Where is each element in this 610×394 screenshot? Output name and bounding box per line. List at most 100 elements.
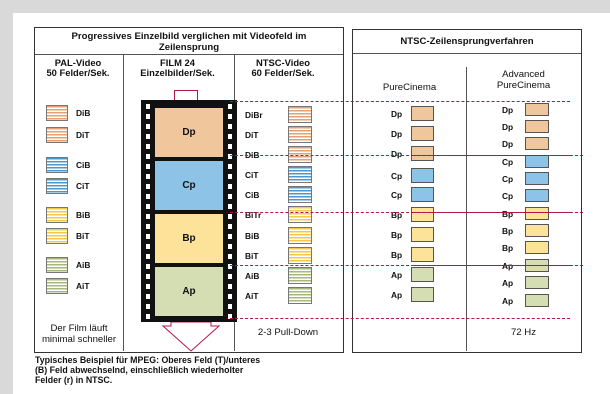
pal-field-swatch [46,157,68,173]
right-column-divider [466,67,467,351]
purecinema-field-label: Bp [391,210,403,220]
advanced-field-label: Dp [502,139,514,149]
advanced-field-box [525,103,549,116]
purecinema-field-box [411,126,434,141]
pal-footer-line1: Der Film läuft [50,323,108,334]
film-frame-c: Cp [155,161,223,210]
film-sprocket-hole [228,284,232,289]
ntsc-field-label: BiT [245,251,259,261]
film-sprocket-hole [228,164,232,169]
pal-header-line1: PAL-Video [54,57,102,68]
film-sprocket-hole [228,274,232,279]
purecinema-field-label: Ap [391,290,403,300]
film-frame-b: Bp [155,214,223,263]
ntsc-field-label: CiT [245,170,259,180]
ntsc-field-label: AiB [245,271,260,281]
film-sprocket-hole [146,224,150,229]
ntsc-field-swatch [288,267,312,284]
advanced-field-box [525,207,549,220]
film-sprocket-hole [228,254,232,259]
purecinema-field-box [411,168,434,183]
purecinema-field-label: Bp [391,250,403,260]
advanced-field-label: Bp [502,226,514,236]
film-sprocket-hole [228,234,232,239]
film-down-arrow [161,322,221,352]
film-sprocket-hole [146,104,150,109]
pal-field-label: AiB [76,260,91,270]
pal-field-swatch [46,105,68,121]
film-sprocket-hole [228,124,232,129]
purecinema-header: PureCinema [382,82,437,93]
ntsc-header-line2: 60 Felder/Sek. [251,67,315,78]
pal-field-swatch [46,178,68,194]
dashed-guide-line [413,155,583,156]
pal-header: PAL-Video 50 Felder/Sek. [35,58,121,78]
purecinema-field-label: Cp [391,190,403,200]
purecinema-field-box [411,287,434,302]
advanced-field-box [525,294,549,307]
pal-field-swatch [46,207,68,223]
film-frame-a: Ap [155,267,223,316]
ntsc-field-swatch [288,247,312,264]
dashed-guide-line [413,212,583,213]
film-sprocket-hole [146,284,150,289]
left-title-line2: Zeilensprung [158,42,220,53]
pal-field-label: AiT [76,281,90,291]
film-sprocket-hole [228,174,232,179]
ntsc-field-swatch [288,106,312,123]
ntsc-field-swatch [288,126,312,143]
film-frame-d: Dp [155,108,223,157]
dashed-guide-line [413,265,583,266]
ntsc-field-swatch [288,206,312,223]
film-sprocket-hole [146,154,150,159]
right-footer: 72 Hz [510,327,537,338]
film-sprocket-hole [146,274,150,279]
film-sprocket-hole [146,134,150,139]
pal-field-swatch [46,257,68,273]
pal-field-label: BiB [76,210,91,220]
advanced-field-box [525,172,549,185]
advanced-field-box [525,241,549,254]
advanced-field-label: Bp [502,209,514,219]
pal-field-label: DiB [76,108,91,118]
advanced-field-box [525,155,549,168]
purecinema-field-box [411,187,434,202]
ntsc-field-swatch [288,287,312,304]
purecinema-field-box [411,207,434,222]
advanced-field-label: Dp [502,105,514,115]
film-sprocket-hole [146,164,150,169]
purecinema-field-label: Dp [391,149,403,159]
film-sprocket-hole [228,154,232,159]
left-title: Progressives Einzelbild verglichen mit V… [34,31,344,53]
film-sprocket-hole [228,264,232,269]
dashed-guide-line [230,318,570,319]
pal-field-label: BiT [76,231,90,241]
ntsc-footer: 2-3 Pull-Down [257,327,319,338]
film-sprocket-hole [146,254,150,259]
advanced-header: Advanced PureCinema [467,69,580,91]
film-header: FILM 24 Einzelbilder/Sek. [125,58,230,78]
film-sprocket-hole [146,214,150,219]
dashed-guide-line [230,101,570,102]
ntsc-field-swatch [288,146,312,163]
film-sprocket-hole [228,194,232,199]
diagram-page: Progressives Einzelbild verglichen mit V… [13,13,610,394]
purecinema-field-box [411,227,434,242]
film-sprocket-hole [146,184,150,189]
film-sprocket-hole [146,314,150,319]
advanced-field-label: Ap [502,261,514,271]
film-sprocket-hole [228,214,232,219]
ntsc-field-swatch [288,227,312,244]
film-sprocket-hole [146,124,150,129]
advanced-field-label: Cp [502,191,514,201]
right-panel [352,29,582,353]
film-sprocket-hole [228,204,232,209]
ntsc-field-label: BiB [245,231,260,241]
advanced-field-box [525,137,549,150]
advanced-field-label: Cp [502,174,514,184]
ntsc-field-label: BiTr [245,210,262,220]
ntsc-field-label: AiT [245,291,259,301]
film-sprocket-hole [146,304,150,309]
pal-field-label: DiT [76,130,90,140]
pal-footer-line2: minimal schneller [41,334,117,345]
